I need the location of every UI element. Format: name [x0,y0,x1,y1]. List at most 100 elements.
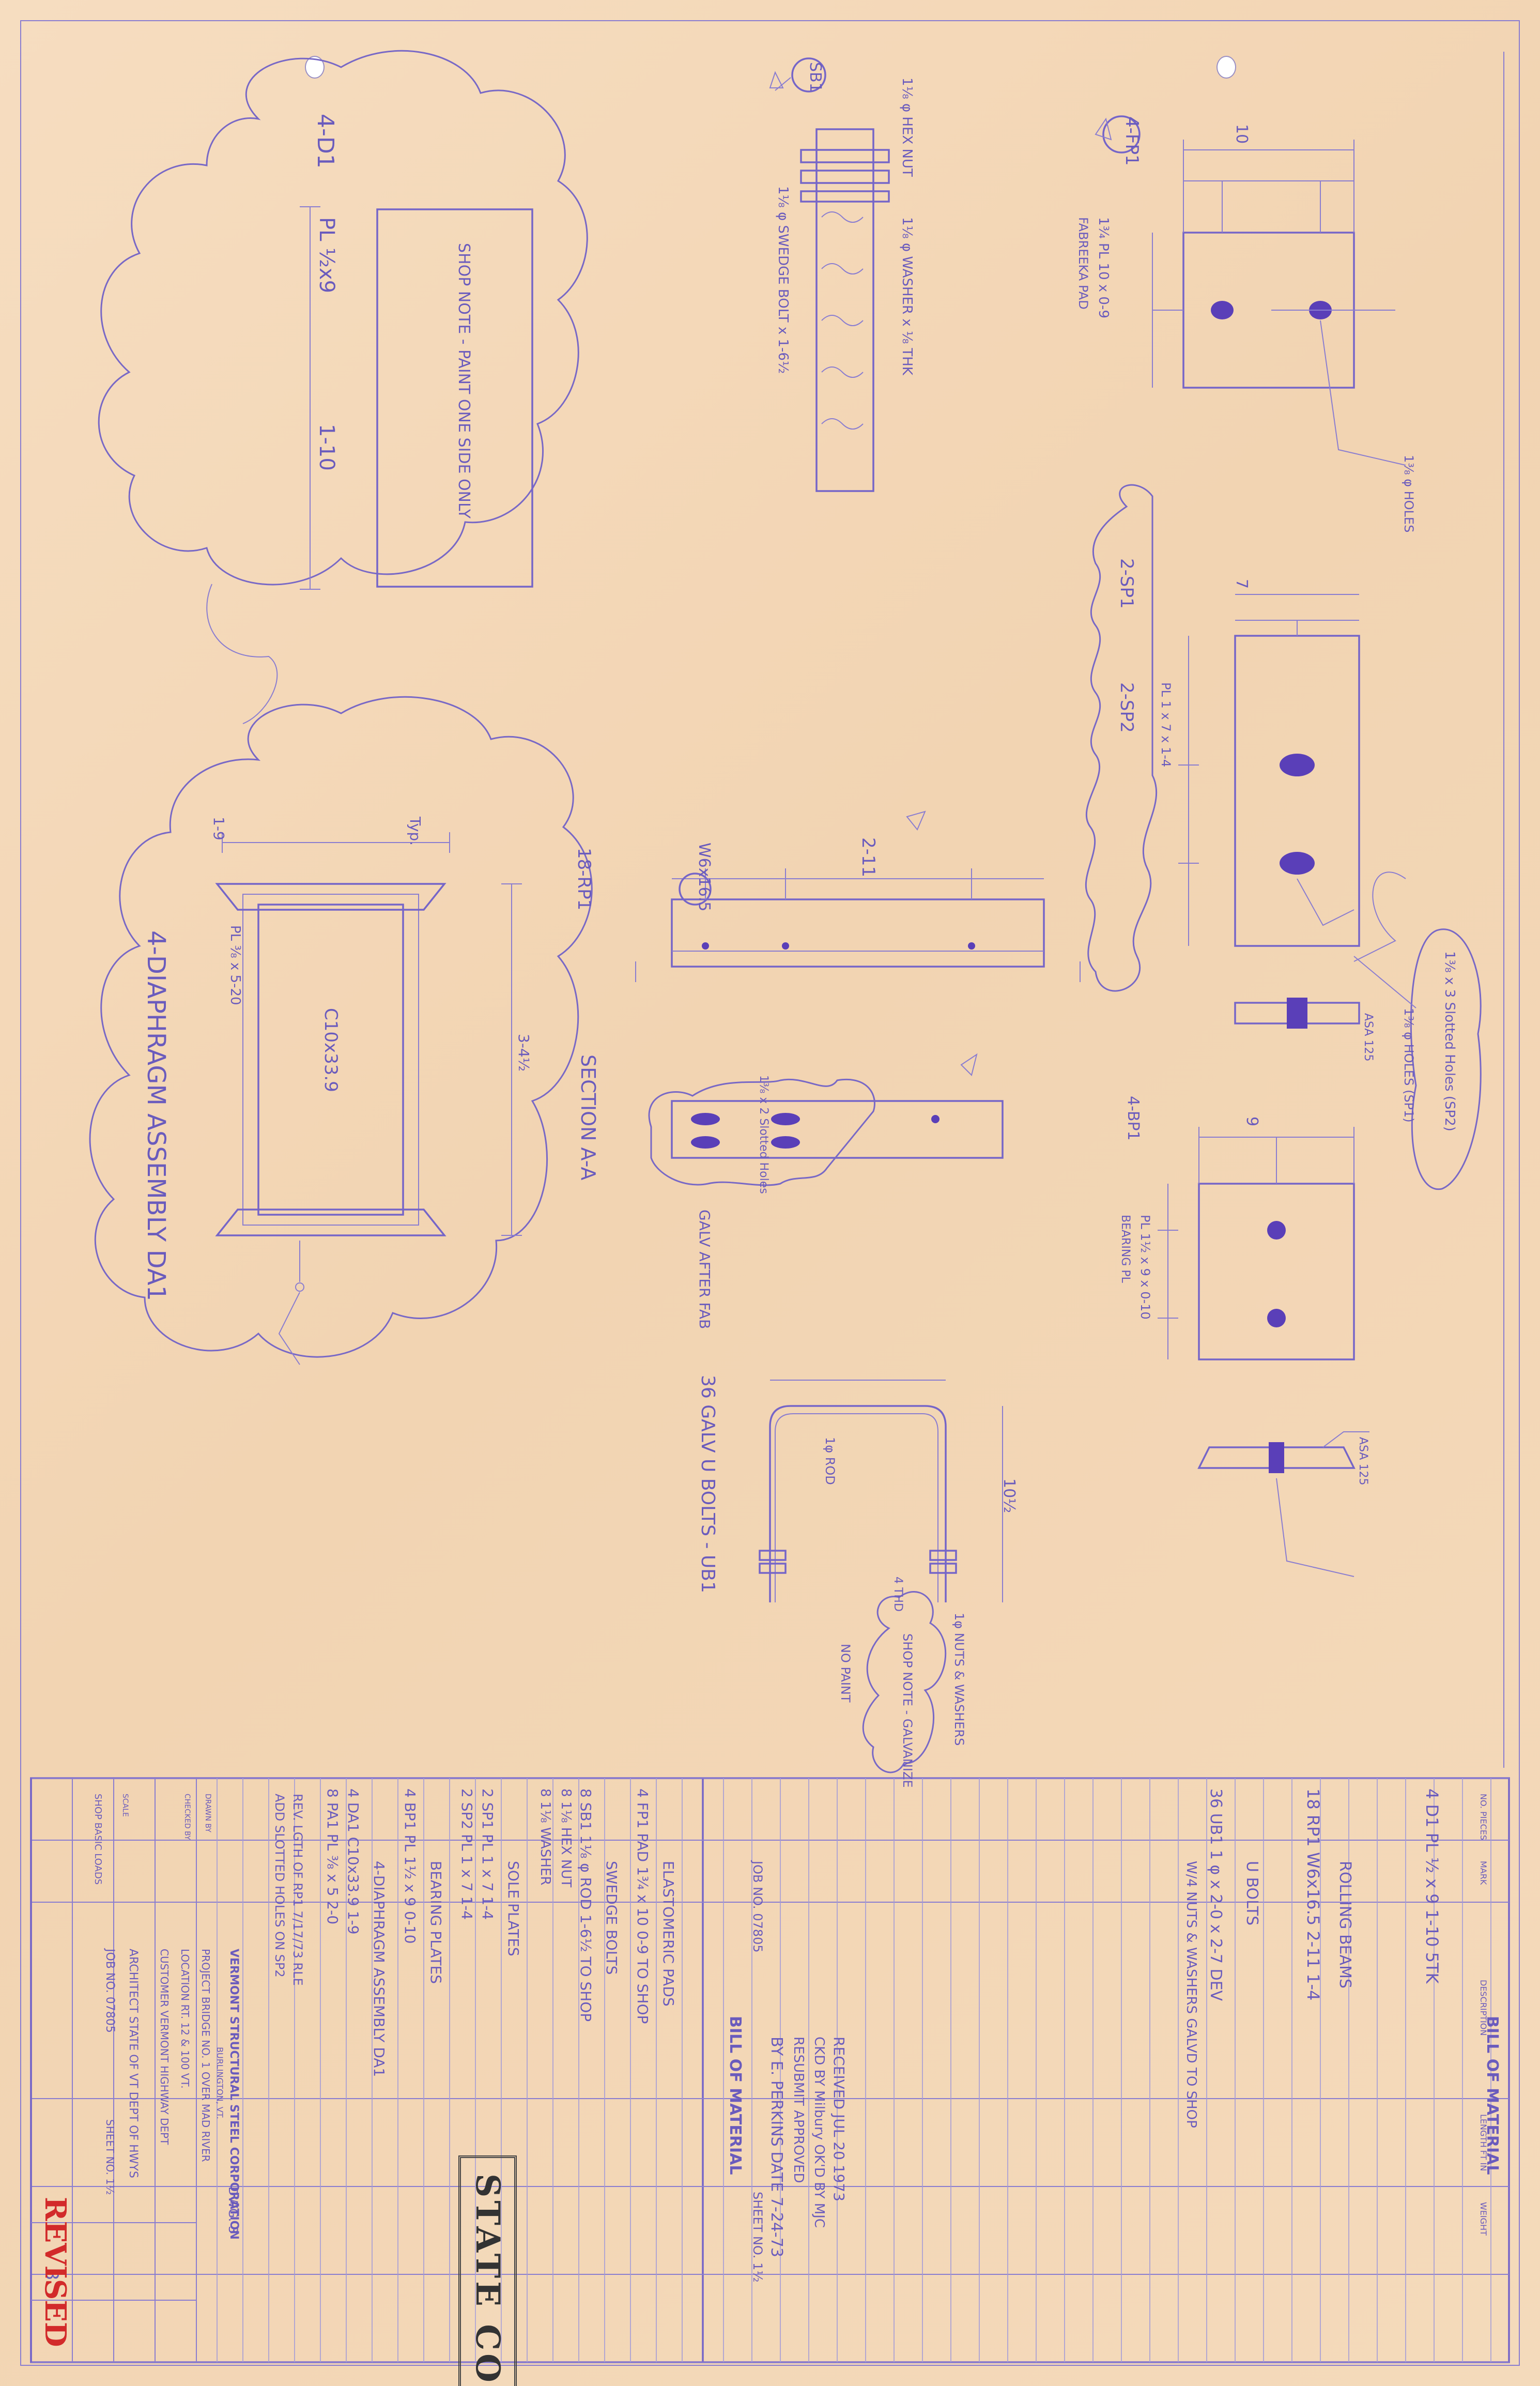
bom-row: 4 DA1 C10x33.9 1-9 [345,1788,362,1935]
drawn-by-label: DRAWN BY [204,1794,212,1832]
diaphragm-title: 4-DIAPHRAGM ASSEMBLY DA1 [142,930,171,1301]
bom-row: 4 BP1 PL 1½ x 9 0-10 [402,1788,419,1944]
bom-row: 18 RP1 W6x16.5 2-11 1-4 [1303,1788,1323,2001]
cloud-leader [206,584,278,724]
state-copy-stamp: STATE COPY [458,2155,517,2386]
plate-d1-outline [376,208,533,588]
bom-row: SWEDGE BOLTS [603,1861,620,1975]
diaphragm-typ: Typ. [407,817,424,846]
bom-row: 2 SP1 PL 1 x 7 1-4 [479,1788,496,1920]
revised-stamp: REVISED [38,2197,72,2347]
bom-header-weight: WEIGHT [1479,2202,1488,2236]
bom-row: 36 UB1 1 φ x 2-0 x 2-7 DEV [1207,1788,1225,2001]
bill-of-material-rows [217,1778,1491,2362]
rp1-size: W6x16.5 [695,843,713,912]
cloud-d1 [98,50,588,586]
section-title: SECTION A-A [577,1054,599,1181]
ubolt-rod: 1φ ROD [823,1437,837,1485]
punch-hole-right [1216,56,1236,79]
company-city: BURLINGTON, VT. [215,2047,225,2119]
approved-by-line: BY E. PERKINS DATE 7-24-73 [767,2037,786,2257]
bom-header-description: DESCRIPTION [1479,1980,1488,2036]
sp-asa: ASA 125 [1362,1013,1375,1062]
galv-note: GALV AFTER FAB [696,1210,713,1329]
section-a-a [648,1053,1004,1186]
scale-label: SCALE [121,1794,129,1817]
checked-line: CKD BY Milbury OK'D BY MJC [811,2037,827,2228]
d1-length: 1-10 [315,424,338,471]
location-line: LOCATION RT. 12 & 100 VT. [179,1949,191,2089]
sp-dim: 7 [1233,579,1251,589]
title-block [30,1778,197,2362]
title-job-no: JOB NO. 07805 [103,1949,116,2033]
bom-title-2: BILL OF MATERIAL [726,2016,744,2175]
diaphragm-dim-34: 3-4½ [515,1034,532,1072]
bom-header-pieces: NO. PIECES [1479,1794,1488,1840]
rp1-mark: 18-RP1 [574,848,594,911]
bom-row: ROLLING BEAMS [1336,1861,1354,1989]
bom-job-no: JOB NO. 07805 [750,1861,765,1953]
bom-row: 8 1⅛ HEX NUT [558,1788,574,1888]
bp1-name: BEARING PL [1119,1215,1132,1283]
title-sheet-no: SHEET NO. 1½ [104,2119,116,2195]
bom-row: 4-DIAPHRAGM ASSEMBLY DA1 [371,1861,388,2077]
revision-note-2: ADD SLOTTED HOLES ON SP2 [272,1794,287,1978]
sp2-mark: 2-SP2 [1116,682,1137,733]
sp-size: PL 1 x 7 x 1-4 [1159,682,1173,768]
fp1-size: 1¾ PL 10 x 0-9 [1096,217,1111,318]
bom-row: ELASTOMERIC PADS [660,1861,677,2007]
bp1-size: PL 1½ x 9 x 0-10 [1138,1215,1152,1320]
diaphragm-dim-19: 1-9 [210,817,227,840]
u-bolt-ub1 [759,1380,1003,1773]
received-stamp: RECEIVED JUL 20 1973 [830,2037,848,2201]
ubolt-no-paint: NO PAINT [838,1644,853,1703]
ubolt-thd: 4 THD [891,1577,904,1612]
bom-sheet-no: SHEET NO. 1½ [750,2192,765,2283]
section-slot-note: 1⅜ x 2 Slotted Holes [757,1075,770,1194]
customer-line: CUSTOMER VERMONT HIGHWAY DEPT [158,1949,171,2145]
sole-plate-sp [1178,594,1360,1029]
d1-label: 4-D1 [312,114,338,169]
sb1-nut: 1⅛ φ HEX NUT [899,78,915,177]
swedge-bolt-sb1 [769,57,890,492]
diaphragm-assembly-da1 [215,832,522,1365]
fabreeka-pad-fp1 [1095,115,1406,466]
bom-row: 2 SP2 PL 1 x 7 1-4 [458,1788,475,1920]
rp1-length: 2-11 [858,837,879,878]
bom-header-length: LENGTH FT IN [1479,2114,1488,2171]
ubolt-dim: 10½ [1000,1478,1018,1513]
bom-row: 8 SB1 1⅛ φ ROD 1-6½ TO SHOP [577,1788,594,2022]
rolling-beam-rp1 [635,810,1081,982]
checked-by-label: CHECKED BY [183,1794,191,1840]
bom-row: 8 1⅛ WASHER [537,1788,553,1886]
revision-note-1: REV. LGTH OF RP1 7/17/73 RLE [290,1794,305,1986]
sb1-bolt: 1⅛ φ SWEDGE BOLT x 1-6½ [775,186,791,374]
bom-row: W/4 NUTS & WASHERS GALVD TO SHOP [1183,1861,1199,2128]
resubmit-line: RESUBMIT APPROVED [791,2037,806,2183]
d1-size: PL ½x9 [315,217,338,294]
drawing-number: DWG. 3 [226,2186,240,2234]
fp1-name: FABREEKA PAD [1076,217,1090,310]
ubolt-title: 36 GALV U BOLTS - UB1 [697,1375,718,1593]
ubolt-shop-note: SHOP NOTE - GALVANIZE [900,1633,915,1788]
cloud-diaphragm [89,696,593,1358]
bom-row: U BOLTS [1243,1861,1261,1926]
sp1-mark: 2-SP1 [1116,558,1137,609]
bom-row: 4 D1 PL ½ x 9 1-10 5TK [1422,1788,1442,1984]
bom-row: BEARING PLATES [427,1861,444,1984]
sb1-washer: 1⅛ φ WASHER x ⅛ THK [899,217,915,375]
fp1-dim: 10 [1233,124,1251,144]
bom-row: 8 PA1 PL ⅜ x 5 2-0 [324,1788,341,1925]
ubolt-nuts: 1φ NUTS & WASHERS [952,1613,966,1746]
bearing-plate-bp1 [1158,1127,1369,1577]
sb1-mark: SB1 [806,62,824,93]
cloud-sole-plates [1085,484,1158,992]
fp1-mark: 4-FP1 [1121,116,1142,166]
diaphragm-pl: PL ⅜ x 5-20 [227,925,243,1005]
bp1-asa: ASA 125 [1357,1437,1369,1486]
d1-shop-note: SHOP NOTE - PAINT ONE SIDE ONLY [455,243,473,519]
bom-row: 4 FP1 PAD 1¾ x 10 0-9 TO SHOP [634,1788,651,2024]
diaphragm-channel: C10x33.9 [320,1008,341,1092]
